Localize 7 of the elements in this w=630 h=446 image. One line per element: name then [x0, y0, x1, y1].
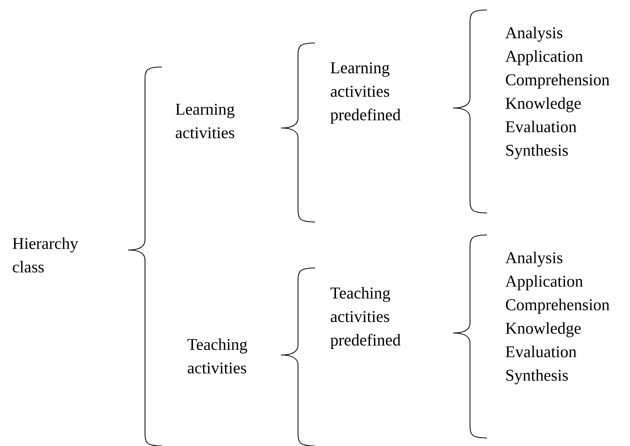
category-label: Hierarchy class — [12, 237, 78, 273]
category-label: Teaching activities predefined — [330, 287, 401, 349]
category-label: Learning activities — [176, 104, 234, 138]
term-list: Analysis Application Comprehension Knowledge Evaluation Synthesis — [505, 252, 610, 384]
category-label: Learning activities predefined — [330, 62, 401, 124]
category-label: Teaching activities — [188, 338, 248, 374]
term-list: Analysis Application Comprehension Knowledge Evaluation Synthesis — [505, 26, 610, 160]
